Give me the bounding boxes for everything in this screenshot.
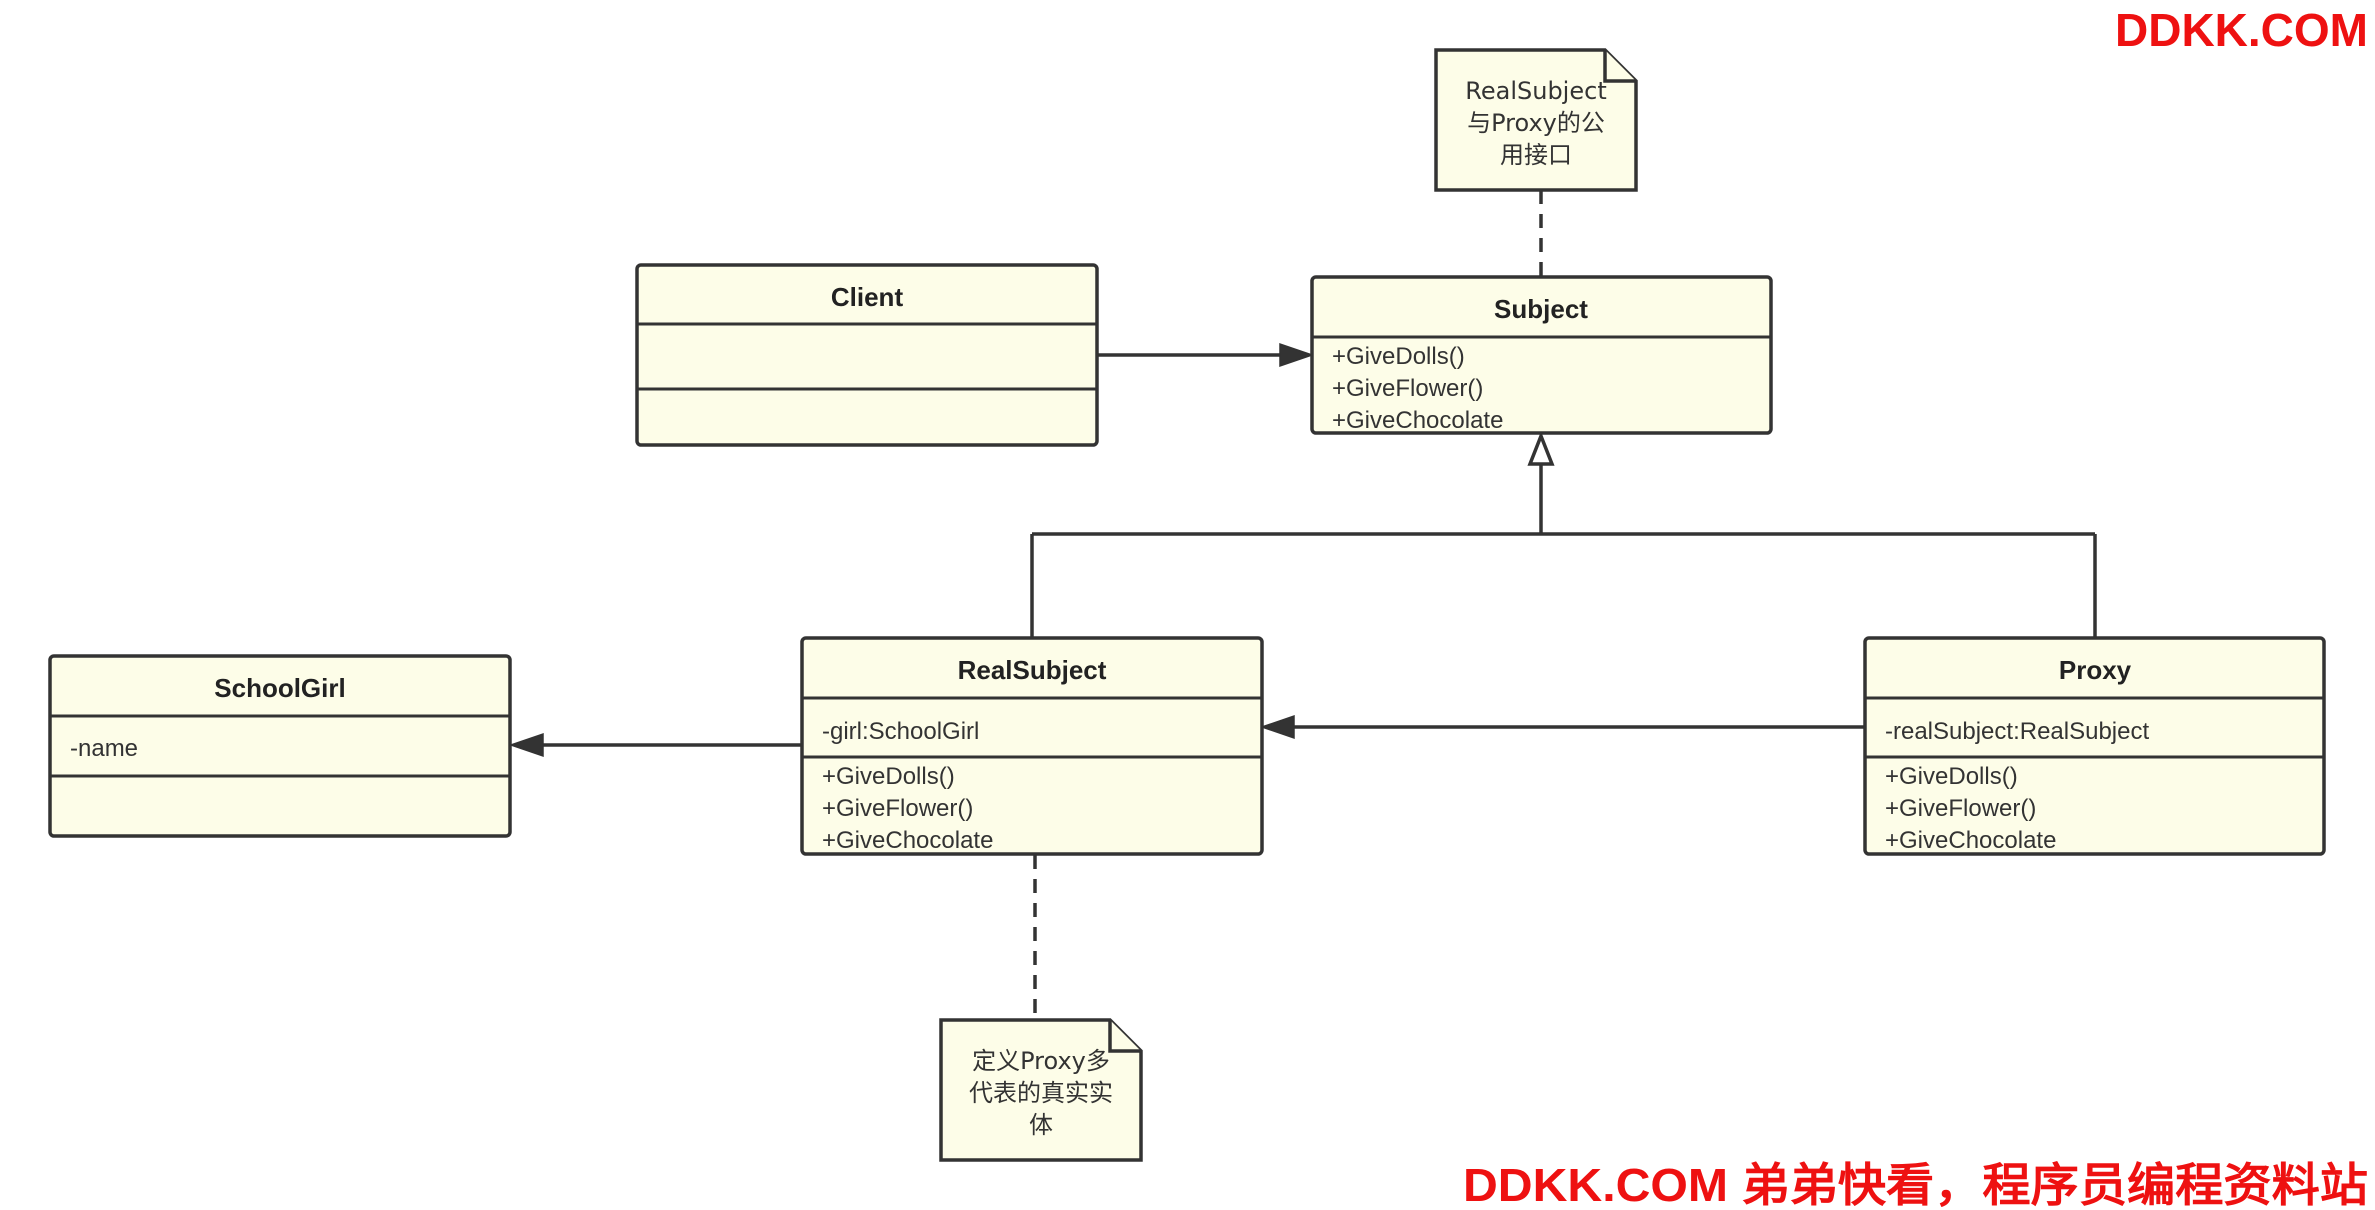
class-realsubject-method: +GiveFlower() [822,795,973,822]
class-realsubject-method: +GiveChocolate [822,827,993,854]
note-realsubject-fold [1108,1020,1141,1053]
note-subject-box [1434,48,1638,192]
note-subject-line: 用接口 [1500,141,1572,169]
arrowhead-client-subject [1279,342,1315,368]
class-proxy-box [1863,636,2326,856]
arrowhead-proxy-realsubject [1259,714,1295,740]
class-subject-box [1310,275,1773,435]
class-proxy-method: +GiveChocolate [1885,827,2056,854]
note-subject-line: 与Proxy的公 [1467,109,1605,137]
class-realsubject-attribute: -girl:SchoolGirl [822,718,979,745]
note-realsubject[interactable]: 定义Proxy多 代表的真实实 体 [939,1018,1143,1162]
note-subject-line: RealSubject [1465,77,1606,105]
note-subject[interactable]: RealSubject 与Proxy的公 用接口 [1434,48,1638,192]
note-realsubject-box [939,1018,1143,1162]
class-realsubject-name: RealSubject [958,655,1107,685]
class-client-name: Client [831,282,904,312]
class-proxy-name: Proxy [2059,655,2132,685]
class-client[interactable]: Client [635,263,1099,447]
class-realsubject[interactable]: RealSubject -girl:SchoolGirl +GiveDolls(… [800,636,1264,856]
class-realsubject-box [800,636,1264,856]
class-subject[interactable]: Subject +GiveDolls() +GiveFlower() +Give… [1310,275,1773,435]
watermark-bottom: DDKK.COM 弟弟快看，程序员编程资料站 [1463,1159,2368,1210]
class-schoolgirl[interactable]: SchoolGirl -name [48,654,512,838]
note-subject-fold [1603,50,1636,83]
class-proxy-method: +GiveDolls() [1885,763,2018,790]
class-subject-method: +GiveFlower() [1332,375,1483,402]
class-schoolgirl-name: SchoolGirl [214,673,345,703]
arrowhead-generalization [1527,431,1555,466]
note-realsubject-line: 定义Proxy多 [972,1047,1110,1075]
watermark-top: DDKK.COM [2115,4,2368,56]
class-subject-name: Subject [1494,294,1588,324]
note-realsubject-line: 代表的真实实 [969,1079,1113,1107]
class-proxy-method: +GiveFlower() [1885,795,2036,822]
class-realsubject-method: +GiveDolls() [822,763,955,790]
arrowhead-realsubject-schoolgirl [508,732,544,758]
class-subject-method: +GiveDolls() [1332,343,1465,370]
note-realsubject-line: 体 [1029,1111,1053,1139]
class-schoolgirl-attribute: -name [70,735,138,762]
class-proxy[interactable]: Proxy -realSubject:RealSubject +GiveDoll… [1863,636,2326,856]
class-proxy-attribute: -realSubject:RealSubject [1885,718,2149,745]
class-schoolgirl-box [48,654,512,838]
class-client-box [635,263,1099,447]
class-subject-method: +GiveChocolate [1332,407,1503,434]
